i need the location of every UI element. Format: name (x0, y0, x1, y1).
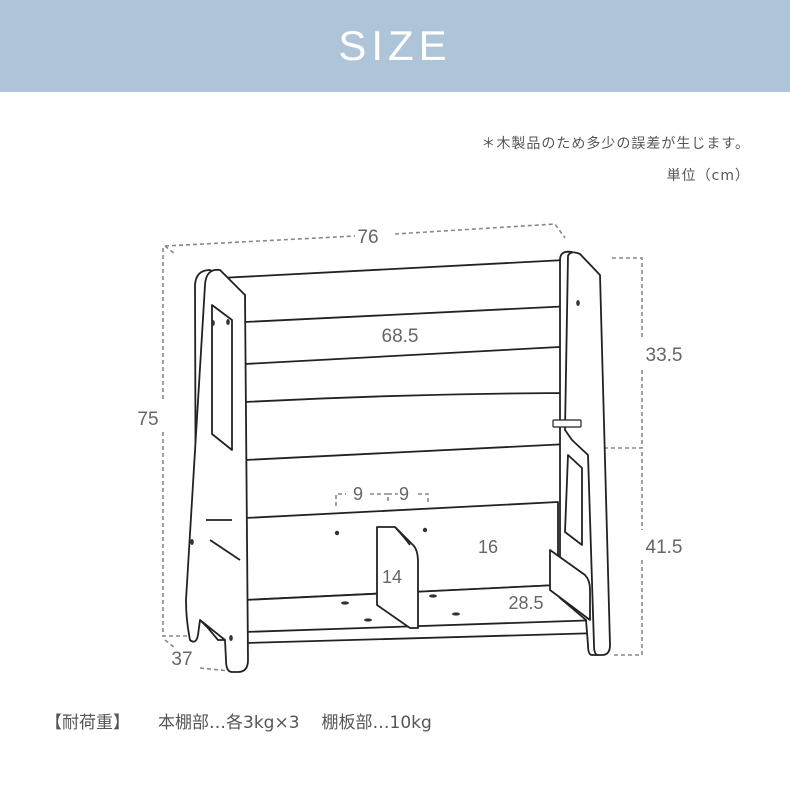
load-capacity-label: 【耐荷重】 (45, 713, 130, 733)
load-capacity: 【耐荷重】 本棚部…各3kg×3 棚板部…10kg (45, 708, 432, 733)
dimension-divider-height: 14 (382, 567, 402, 587)
dimension-back-panel-height: 16 (478, 537, 498, 557)
load-shelf-board: 棚板部…10kg (321, 713, 432, 733)
header-banner: SIZE (0, 0, 790, 92)
dimension-width-total: 76 (357, 227, 378, 248)
dimension-divider-offset-1: 9 (353, 484, 363, 504)
dimension-lower-height: 41.5 (646, 537, 683, 558)
unit-note: 単位（cm） (666, 168, 750, 184)
dimension-inner-width: 68.5 (382, 326, 419, 347)
dimension-depth: 37 (171, 649, 192, 670)
load-book-shelf: 本棚部…各3kg×3 (158, 713, 300, 733)
dimension-upper-height: 33.5 (646, 345, 683, 366)
screw-holes (190, 300, 580, 641)
dimension-shelf-depth: 28.5 (508, 593, 543, 613)
tolerance-note: ＊木製品のため多少の誤差が生じます。 (481, 136, 750, 152)
dimension-height-total: 75 (137, 409, 158, 430)
dimension-divider-offset-2: 9 (399, 484, 409, 504)
page-title: SIZE (338, 22, 452, 69)
bookshelf-drawing (185, 250, 611, 673)
